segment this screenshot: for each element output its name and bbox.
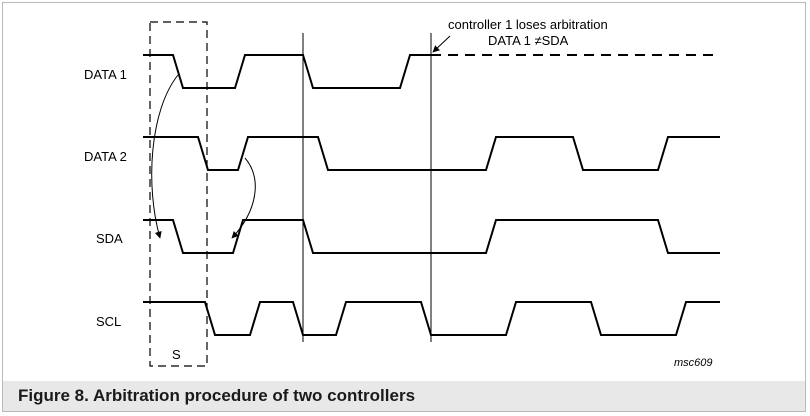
data1-waveform bbox=[143, 54, 431, 89]
start-condition-label: S bbox=[172, 347, 181, 362]
data2-waveform bbox=[143, 136, 720, 171]
figure-caption: Figure 8. Arbitration procedure of two c… bbox=[18, 386, 416, 405]
sda-label: SDA bbox=[96, 231, 123, 246]
arbitration-note-line1: controller 1 loses arbitration bbox=[448, 17, 608, 32]
start-condition-box bbox=[149, 21, 208, 367]
figure-reference: msc609 bbox=[674, 357, 713, 369]
caption-bar: Figure 8. Arbitration procedure of two c… bbox=[3, 381, 805, 411]
data1-label: DATA 1 bbox=[84, 67, 127, 82]
data2-label: DATA 2 bbox=[84, 149, 127, 164]
scl-waveform bbox=[143, 301, 720, 336]
data2-to-sda-arrow bbox=[231, 157, 256, 239]
arbitration-pointer-arrow bbox=[432, 35, 451, 53]
data1-to-sda-arrow bbox=[151, 74, 179, 239]
figure-frame bbox=[2, 2, 806, 412]
scl-label: SCL bbox=[96, 314, 121, 329]
arbitration-note-line2: DATA 1 ≠SDA bbox=[488, 33, 569, 48]
sda-waveform bbox=[143, 219, 720, 254]
